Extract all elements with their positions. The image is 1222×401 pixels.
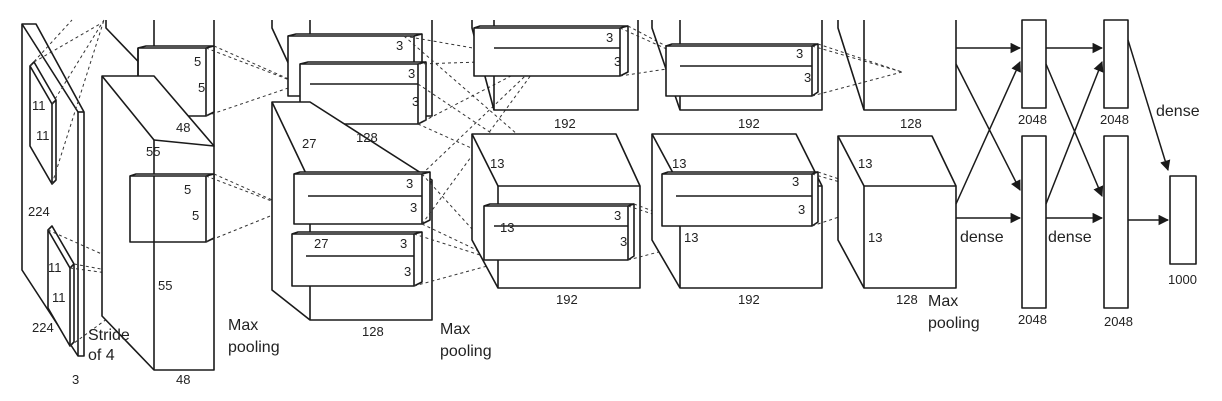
conv4-depth-bot-label: 192 xyxy=(738,292,760,307)
conv5-size-b-label: 13 xyxy=(868,230,882,245)
conv1-size-mid-label: 55 xyxy=(158,278,172,293)
conv4-k-b: 3 xyxy=(804,70,811,85)
conv2-k-c: 3 xyxy=(412,94,419,109)
pool3-label-line2: pooling xyxy=(928,315,980,332)
kernel1-top-b-label: 11 xyxy=(36,128,50,143)
fc1-bottom-layer xyxy=(1021,135,1047,309)
conv3-size-label: 13 xyxy=(490,156,504,171)
conv1-size-top-label: 55 xyxy=(146,144,160,159)
fc2-bottom-layer xyxy=(1103,135,1129,309)
input-width-label: 224 xyxy=(28,204,50,219)
conv2-k-a: 3 xyxy=(396,38,403,53)
conv3-k-b: 3 xyxy=(614,54,621,69)
kernel1-top-a-label: 11 xyxy=(32,98,46,113)
kernel1-bot-a-label: 11 xyxy=(48,260,62,275)
conv2-top-volume xyxy=(271,20,433,125)
input-kernel-bottom xyxy=(47,225,75,347)
conv1-k-bot-a: 5 xyxy=(184,182,191,197)
conv4-size-inner-label: 13 xyxy=(684,230,698,245)
dense1-label: dense xyxy=(960,229,1004,246)
conv5-top-volume xyxy=(837,20,957,111)
pool2-label-line1: Max xyxy=(440,321,470,338)
conv3-k-d: 3 xyxy=(620,234,627,249)
stride-label-line1: Stride xyxy=(88,327,130,344)
fc1-top-label: 2048 xyxy=(1018,112,1047,127)
conv2-size-label: 27 xyxy=(302,136,316,151)
conv2-k-g: 3 xyxy=(404,264,411,279)
pool1-label-line2: pooling xyxy=(228,339,280,356)
dense-arrows xyxy=(955,39,1171,226)
conv2-size-inner-label: 27 xyxy=(314,236,328,251)
fc1-top-layer xyxy=(1021,19,1047,109)
conv2-k-d: 3 xyxy=(406,176,413,191)
conv5-depth-bot-label: 128 xyxy=(896,292,918,307)
conv4-top-volume xyxy=(651,20,823,111)
dense2-label: dense xyxy=(1048,229,1092,246)
conv3-depth-top-label: 192 xyxy=(554,116,576,131)
conv1-bottom-volume xyxy=(101,75,215,371)
conv3-k-a: 3 xyxy=(606,30,613,45)
conv2-depth-top-label: 128 xyxy=(356,130,378,145)
labels: 224 224 3 11 11 11 11 Stride of 4 55 55 … xyxy=(28,30,1200,387)
conv3-depth-bot-label: 192 xyxy=(556,292,578,307)
conv3-top-volume xyxy=(471,20,639,111)
conv5-bottom-volume xyxy=(837,135,957,289)
conv2-depth-bot-label: 128 xyxy=(362,324,384,339)
fc2-top-layer xyxy=(1103,19,1129,109)
pool1-label-line1: Max xyxy=(228,317,258,334)
fc2-bot-label: 2048 xyxy=(1104,314,1133,329)
conv4-k-a: 3 xyxy=(796,46,803,61)
output-label: 1000 xyxy=(1168,272,1197,287)
conv4-depth-top-label: 192 xyxy=(738,116,760,131)
conv4-bottom-volume xyxy=(651,133,823,289)
conv2-k-f: 3 xyxy=(400,236,407,251)
conv3-k-c: 3 xyxy=(614,208,621,223)
stride-label-line2: of 4 xyxy=(88,347,115,364)
conv2-k-b: 3 xyxy=(408,66,415,81)
input-height-label: 224 xyxy=(32,320,54,335)
kernel1-bot-b-label: 11 xyxy=(52,290,66,305)
conv4-size-label: 13 xyxy=(672,156,686,171)
conv1-k-bot-b: 5 xyxy=(192,208,199,223)
conv1-depth-top-label: 48 xyxy=(176,120,190,135)
conv2-bottom-volume xyxy=(271,101,433,321)
conv1-k-top-a: 5 xyxy=(194,54,201,69)
input-depth-label: 3 xyxy=(72,372,79,387)
conv5-depth-top-label: 128 xyxy=(900,116,922,131)
fc2-top-label: 2048 xyxy=(1100,112,1129,127)
conv1-depth-label: 48 xyxy=(176,372,190,387)
pool2-label-line2: pooling xyxy=(440,343,492,360)
dense3-label: dense xyxy=(1156,103,1200,120)
conv3-bottom-volume xyxy=(471,133,641,289)
output-layer xyxy=(1169,175,1197,265)
conv5-size-a-label: 13 xyxy=(858,156,872,171)
input-volume xyxy=(21,23,85,357)
conv3-size-inner-label: 13 xyxy=(500,220,514,235)
pool3-label-line1: Max xyxy=(928,293,958,310)
conv4-k-d: 3 xyxy=(798,202,805,217)
conv1-k-top-b: 5 xyxy=(198,80,205,95)
conv4-k-c: 3 xyxy=(792,174,799,189)
fc1-bot-label: 2048 xyxy=(1018,312,1047,327)
conv2-k-e: 3 xyxy=(410,200,417,215)
